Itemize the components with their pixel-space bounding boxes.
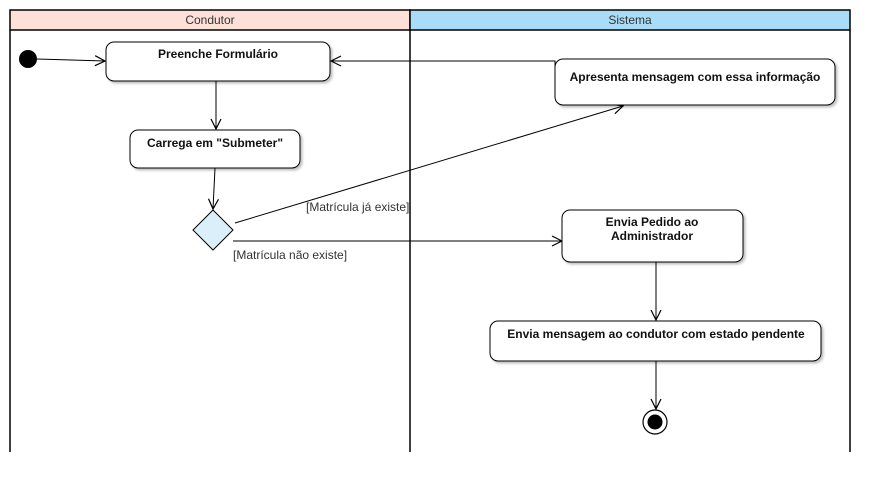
action-press-submit: Carrega em "Submeter" [129, 129, 301, 169]
lane-header-sistema [409, 9, 851, 31]
lane-title-condutor: Condutor [185, 13, 234, 27]
flow-start-to-form [36, 59, 105, 61]
action-send-pending: Envia mensagem ao condutor com estado pe… [489, 320, 822, 362]
flow-decision-to-message [234, 106, 623, 224]
action-fill-form-label: Preenche Formulário [158, 47, 278, 61]
flow-submit-to-decision [213, 167, 215, 209]
guard-label-exists: [Matrícula já existe] [306, 200, 409, 214]
action-press-submit-label: Carrega em "Submeter" [147, 136, 283, 150]
flow-message-to-form [331, 61, 556, 82]
action-fill-form: Preenche Formulário [105, 41, 331, 82]
initial-node [19, 50, 37, 68]
final-node [642, 409, 668, 435]
lane-title-sistema: Sistema [608, 13, 652, 27]
action-send-request-label-line2: Administrador [611, 229, 693, 243]
action-send-pending-label: Envia mensagem ao condutor com estado pe… [507, 327, 805, 341]
action-show-message-label: Apresenta mensagem com essa informação [570, 70, 821, 84]
guard-label-not-exists: [Matrícula não existe] [233, 248, 347, 262]
action-send-request: Envia Pedido ao Administrador [561, 209, 744, 263]
decision-node [192, 209, 234, 251]
action-send-request-label-line1: Envia Pedido ao [606, 215, 699, 229]
action-show-message: Apresenta mensagem com essa informação [554, 58, 836, 106]
